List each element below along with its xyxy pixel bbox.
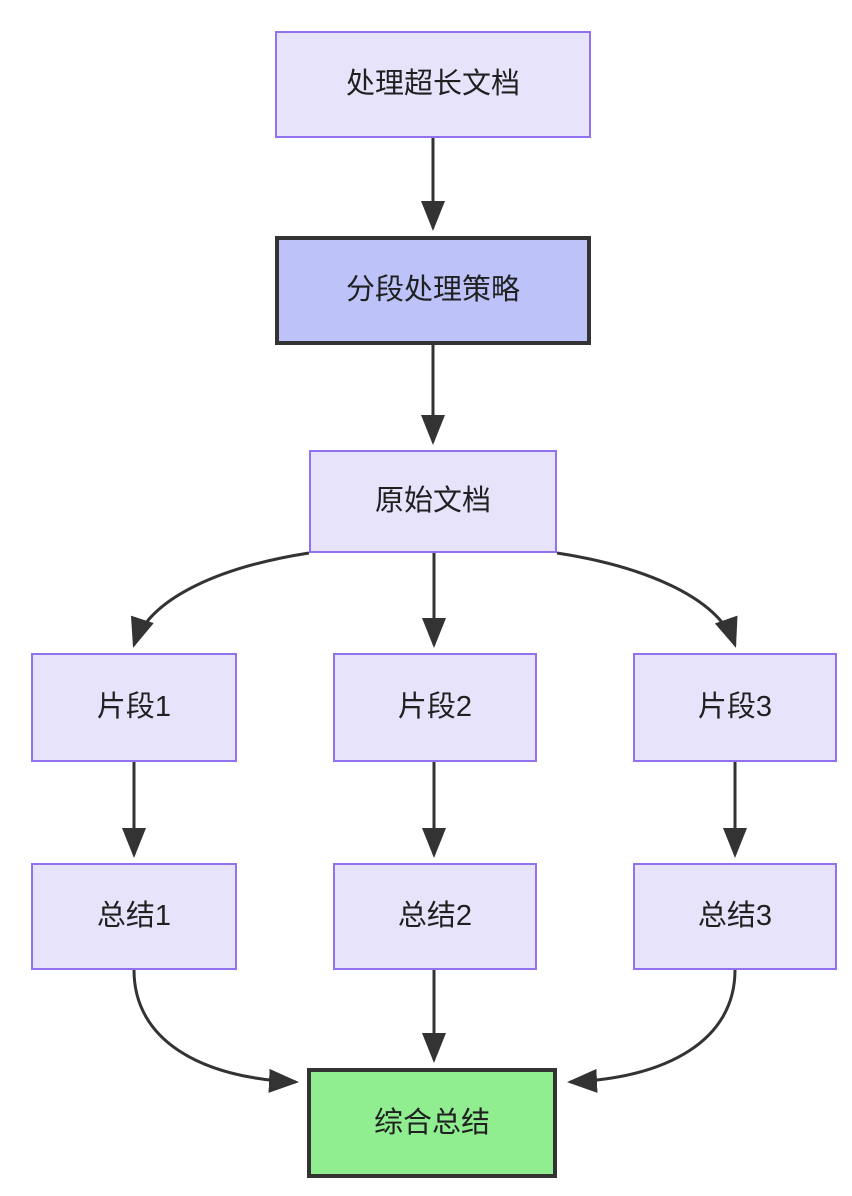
node-label: 片段2 bbox=[397, 691, 473, 724]
node-label: 分段处理策略 bbox=[345, 274, 520, 307]
node-label: 总结2 bbox=[397, 900, 473, 933]
node-summary-1[interactable]: 总结1 bbox=[31, 863, 237, 970]
node-label: 片段1 bbox=[96, 691, 172, 724]
node-fragment-2[interactable]: 片段2 bbox=[333, 653, 537, 762]
node-chunking-strategy[interactable]: 分段处理策略 bbox=[275, 236, 591, 345]
node-process-long-document[interactable]: 处理超长文档 bbox=[275, 31, 591, 138]
edge-n9-n10 bbox=[567, 969, 737, 1093]
edge-n3-n4 bbox=[131, 551, 310, 648]
node-label: 原始文档 bbox=[374, 485, 491, 518]
node-label: 片段3 bbox=[697, 691, 773, 724]
edge-n7-n10 bbox=[132, 969, 299, 1093]
node-original-document[interactable]: 原始文档 bbox=[309, 450, 557, 553]
edge-n3-n6 bbox=[556, 551, 738, 648]
node-label: 总结3 bbox=[697, 900, 773, 933]
node-fragment-1[interactable]: 片段1 bbox=[31, 653, 237, 762]
node-summary-2[interactable]: 总结2 bbox=[333, 863, 537, 970]
node-label: 总结1 bbox=[96, 900, 172, 933]
node-fragment-3[interactable]: 片段3 bbox=[633, 653, 837, 762]
node-label: 处理超长文档 bbox=[345, 68, 520, 101]
node-summary-3[interactable]: 总结3 bbox=[633, 863, 837, 970]
node-label: 综合总结 bbox=[373, 1106, 490, 1139]
node-final-summary[interactable]: 综合总结 bbox=[307, 1068, 557, 1178]
